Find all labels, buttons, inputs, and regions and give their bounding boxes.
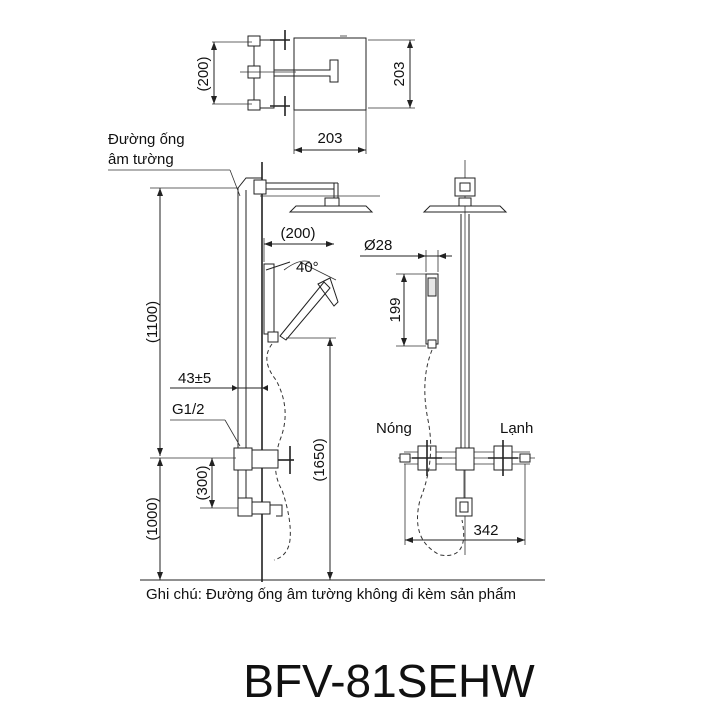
label-g12: G1/2 [172, 401, 205, 418]
dim-342: 342 [473, 522, 498, 539]
top-view: (200) 203 203 [195, 30, 415, 154]
label-concealed-pipe-line1: Đường ống [108, 131, 185, 148]
model-title: BFV-81SEHW [243, 655, 535, 707]
dim-43: 43±5 [178, 370, 211, 387]
angle-40: 40° [296, 259, 319, 276]
label-cold: Lạnh [500, 420, 533, 437]
dim-1100: (1100) [144, 301, 161, 343]
dim-1650: (1650) [311, 438, 328, 481]
side-view: 40° (200) (1100) 43±5 G [108, 131, 545, 582]
dim-1000: (1000) [144, 497, 161, 540]
dim-28: Ø28 [364, 237, 392, 254]
dim-199: 199 [387, 297, 404, 322]
label-concealed-pipe-line2: âm tường [108, 151, 174, 168]
dim-top-203-bottom: 203 [317, 130, 342, 147]
dim-top-203-right: 203 [391, 61, 408, 86]
dim-300: (300) [194, 465, 211, 500]
front-view: Ø28 199 342 Nóng Lạnh [360, 160, 535, 557]
dim-200: (200) [280, 225, 315, 242]
note-text: Ghi chú: Đường ống âm tường không đi kèm… [146, 586, 516, 603]
label-hot: Nóng [376, 420, 412, 437]
dim-top-200: (200) [195, 56, 212, 91]
